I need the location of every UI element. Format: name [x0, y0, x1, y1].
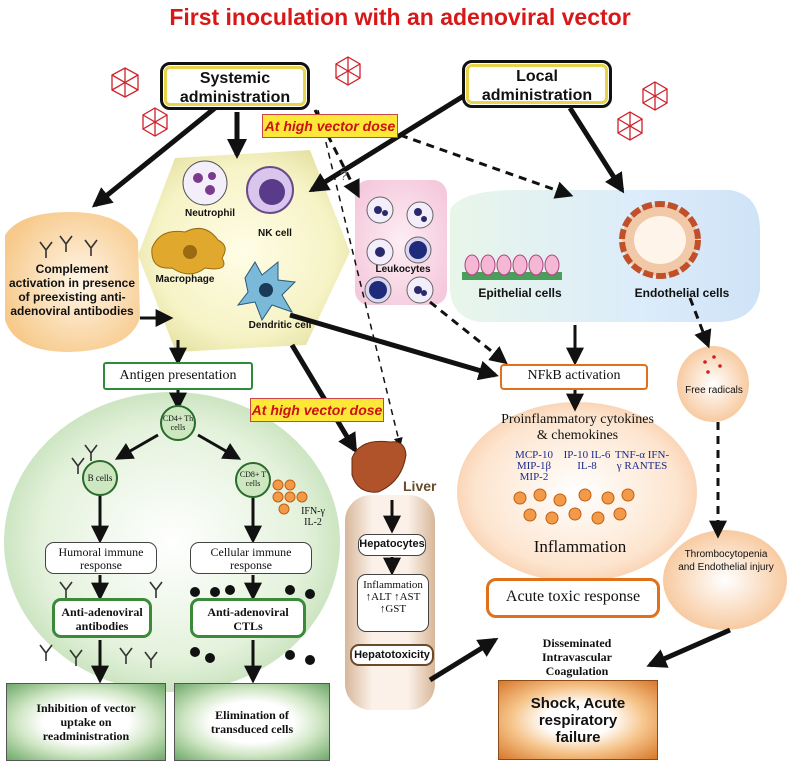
- dendritic-cell-icon: [236, 260, 297, 322]
- chemokines-col-2: IP-10 IL-6 IL-8: [563, 449, 611, 472]
- epithelial-cells-label: Epithelial cells: [478, 286, 562, 300]
- neutrophil-label: Neutrophil: [185, 208, 235, 219]
- dendritic-cell-label: Dendritic cell: [248, 320, 312, 331]
- b-cells-label: B cells: [87, 473, 113, 483]
- arrow-innate-to-nfkb: [289, 312, 499, 381]
- liver-icon: [351, 440, 407, 493]
- arrow-dashed-local-to-epi: [399, 133, 574, 199]
- cd8-t-cell-icon: [235, 462, 271, 498]
- antigen-presentation-box: Antigen presentation: [103, 362, 253, 390]
- complement-blob: [5, 212, 140, 352]
- macrophage-label: Macrophage: [155, 274, 215, 285]
- cd8-t-label: CD8+ T cells: [239, 470, 267, 488]
- arrow-thin-dashed-to-liver: [317, 109, 403, 447]
- macrophage-icon: [151, 227, 226, 275]
- inflammation-label: Inflammation: [533, 537, 627, 556]
- free-radicals-blob: [677, 346, 749, 422]
- ifn-il2-label: IFN-γ IL-2: [301, 506, 325, 528]
- thrombo-blob: [663, 530, 787, 630]
- b-cell-icon: [82, 460, 118, 496]
- elimination-box: Elimination of transduced cells: [174, 683, 330, 761]
- adenovirus-icon: [111, 56, 668, 141]
- target-cells-panel: [450, 190, 760, 322]
- high-dose-label-middle: At high vector dose: [250, 398, 384, 422]
- arrow-cd4-to-tcells: [197, 433, 242, 460]
- inflammation-blob: [457, 402, 697, 582]
- arrow-cd4-to-bcells: [114, 433, 159, 460]
- ctl-icons: [190, 585, 315, 665]
- leukocyte-icons: [364, 196, 434, 304]
- free-radicals-label: Free radicals: [685, 385, 743, 396]
- liver-inflammation-box: Inflammation ↑ALT ↑AST ↑GST: [357, 574, 429, 632]
- arrow-local-to-innate: [308, 89, 472, 193]
- leukocytes-label: Leukocytes: [375, 264, 431, 275]
- hepatocytes-box: Hepatocytes: [358, 534, 426, 556]
- arrow-hepatotox-to-dic: [428, 637, 499, 683]
- anti-adenoviral-antibodies-box: Anti-adenoviral antibodies: [52, 598, 152, 638]
- liver-label: Liver: [403, 478, 437, 494]
- cellular-response-box: Cellular immune response: [190, 542, 312, 574]
- cytokine-dots: [272, 479, 308, 515]
- chemokines-col-3: TNF-α IFN-γ RANTES: [614, 449, 670, 472]
- nfkb-activation-box: NFkB activation: [500, 364, 648, 390]
- endothelial-cells-label: Endothelial cells: [634, 286, 730, 300]
- nk-cell-icon: [246, 166, 294, 214]
- diagram-title: First inoculation with an adenoviral vec…: [169, 4, 631, 30]
- complement-label: Complement activation in presence of pre…: [8, 262, 136, 318]
- epithelial-cells-icon: [462, 254, 562, 280]
- dic-label: Disseminated Intravascular Coagulation: [542, 636, 612, 678]
- antibody-icons: [39, 235, 163, 668]
- systemic-administration-box: Systemic administration: [160, 62, 310, 110]
- arrow-thrombo-to-dic: [646, 627, 732, 668]
- high-dose-label-top: At high vector dose: [262, 114, 398, 138]
- arrow-local-to-endothelial: [567, 106, 625, 194]
- acute-toxic-response-box: Acute toxic response: [486, 578, 660, 618]
- local-administration-box: Local administration: [462, 60, 612, 108]
- thrombocytopenia-label: Thrombocytopenia and Endothelial injury: [678, 549, 774, 573]
- inflammation-dots: [513, 488, 635, 525]
- chemokines-col-1: MCP-10 MIP-1β MIP-2: [515, 449, 553, 483]
- cd4-th-cell-icon: [160, 405, 196, 441]
- anti-adenoviral-ctls-box: Anti-adenoviral CTLs: [190, 598, 306, 638]
- endothelial-cells-icon: [619, 201, 701, 279]
- cd4-th-label: CD4+ Th cells: [162, 414, 194, 432]
- neutrophil-icon: [182, 160, 228, 206]
- nk-cell-label: NK cell: [258, 228, 292, 239]
- inhibition-box: Inhibition of vector uptake on readminis…: [6, 683, 166, 761]
- hepatotoxicity-box: Hepatotoxicity: [350, 644, 434, 666]
- arrow-systemic-to-complement: [91, 106, 217, 208]
- humoral-response-box: Humoral immune response: [45, 542, 157, 574]
- shock-box: Shock, Acute respiratory failure: [498, 680, 658, 760]
- arrow-dashed-leuk-to-nfkb: [429, 300, 508, 365]
- arrow-innate-to-liver: [289, 343, 358, 454]
- free-radical-dots: [703, 355, 722, 374]
- proinflammatory-label: Proinflammatory cytokines & chemokines: [501, 412, 654, 443]
- question-mark: ?: [340, 168, 348, 183]
